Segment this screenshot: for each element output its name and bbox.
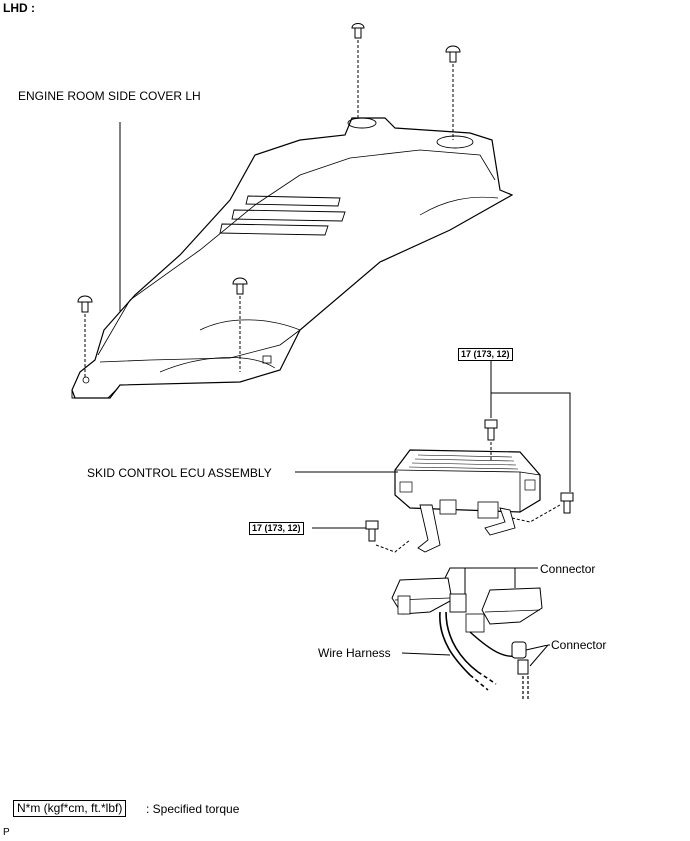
legend-text: : Specified torque: [146, 802, 240, 816]
wire-harness-leader: [401, 652, 451, 656]
bolt-icon: [484, 419, 498, 462]
diagram-header: LHD :: [3, 1, 35, 15]
bolt-icon: [511, 492, 574, 523]
ecu-label: SKID CONTROL ECU ASSEMBLY: [87, 466, 272, 480]
connector-label-2: Connector: [551, 638, 607, 652]
connector-1-leader: [444, 567, 538, 594]
skid-control-ecu: [394, 449, 541, 553]
clip-icon: [232, 277, 248, 372]
legend-torque-box: N*m (kgf*cm, ft.*lbf): [13, 800, 127, 817]
torque-spec-left: 17 (173, 12): [249, 522, 304, 535]
footer-code: P: [3, 827, 10, 838]
clip-icon: [445, 45, 461, 140]
harness-connectors: [391, 577, 543, 700]
engine-room-side-cover: [71, 117, 514, 399]
cover-label: ENGINE ROOM SIDE COVER LH: [18, 89, 201, 103]
connector-label-1: Connector: [540, 562, 596, 576]
wire-harness-label: Wire Harness: [318, 646, 391, 660]
connector-2-leader: [525, 644, 550, 667]
bolt-icon: [365, 520, 411, 553]
clip-icon: [77, 295, 93, 378]
clip-icon: [351, 23, 365, 118]
torque-top-leader: [490, 360, 571, 492]
torque-spec-top: 17 (173, 12): [458, 348, 513, 361]
